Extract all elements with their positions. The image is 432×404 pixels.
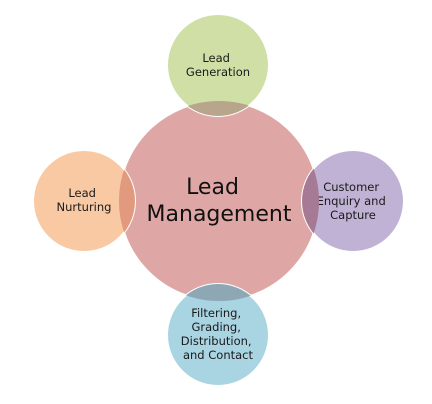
node-lead-nurturing-label: Lead Nurturing: [57, 186, 112, 214]
node-customer-enquiry-label: Customer Enquiry and Capture: [317, 180, 390, 222]
node-customer-enquiry-label-line-1: Customer: [323, 180, 379, 194]
center-label-line-2: Management: [147, 202, 292, 227]
node-lead-generation-label: Lead Generation: [186, 51, 250, 79]
node-lead-nurturing-label-line-1: Lead: [68, 186, 96, 200]
node-filtering-label-line-4: and Contact: [183, 348, 254, 362]
node-lead-generation-label-line-2: Generation: [186, 65, 250, 79]
node-filtering-label-line-1: Filtering,: [191, 306, 241, 320]
node-filtering: Filtering, Grading, Distribution, and Co…: [166, 283, 270, 387]
node-filtering-label-line-3: Distribution,: [181, 334, 252, 348]
node-filtering-label: Filtering, Grading, Distribution, and Co…: [181, 306, 255, 362]
node-customer-enquiry: Customer Enquiry and Capture: [301, 149, 405, 253]
node-lead-nurturing-label-line-2: Nurturing: [57, 200, 112, 214]
node-filtering-label-line-2: Grading,: [191, 320, 240, 334]
node-lead-generation: Lead Generation: [166, 13, 270, 117]
center-label: Lead Management: [147, 175, 292, 227]
center-label-line-1: Lead: [186, 175, 239, 200]
center-circle: [118, 100, 320, 302]
node-customer-enquiry-label-line-3: Capture: [330, 208, 376, 222]
node-lead-generation-label-line-1: Lead: [202, 51, 230, 65]
node-customer-enquiry-label-line-2: Enquiry and: [317, 194, 386, 208]
